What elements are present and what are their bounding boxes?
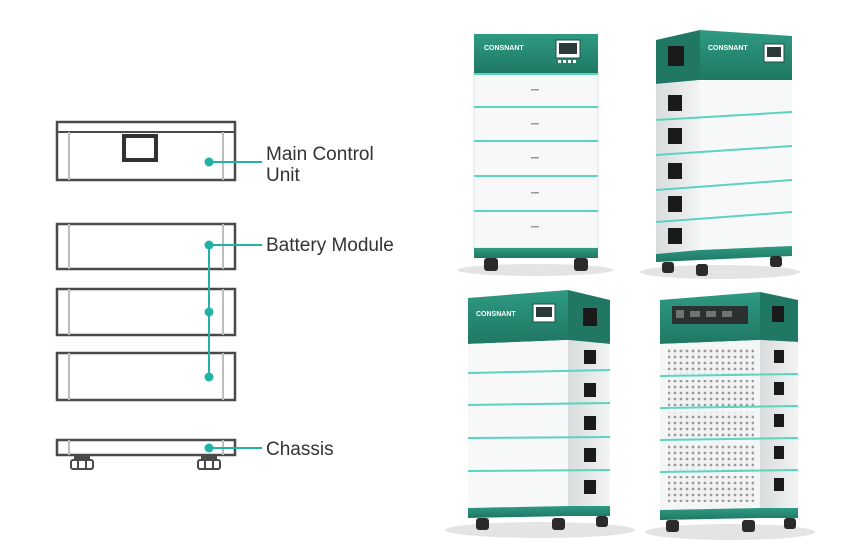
caster-wheel-icon	[484, 258, 498, 271]
control-screen-icon	[122, 134, 158, 162]
vent-grille	[668, 444, 754, 470]
caster-wheel-icon	[476, 518, 489, 530]
right-wheel-icon	[197, 455, 221, 470]
battery-module-label: Battery Module	[266, 235, 394, 256]
caster-wheel-icon	[770, 256, 782, 267]
caster-wheel-icon	[662, 262, 674, 273]
caster-wheel-icon	[696, 264, 708, 276]
main-control-label-line1: Main Control	[266, 144, 374, 165]
vent-grille	[668, 412, 754, 438]
vent-grille	[668, 380, 754, 406]
brand-logo: CONSNANT	[484, 45, 524, 52]
caster-wheel-icon	[666, 520, 679, 532]
vent-grille	[668, 476, 754, 502]
main-control-label-line2: Unit	[266, 165, 300, 186]
caster-wheel-icon	[552, 518, 565, 530]
caster-wheel-icon	[784, 518, 796, 529]
brand-logo: CONSNANT	[476, 311, 516, 318]
product-side-view: CONSNANT	[640, 30, 800, 279]
callout-connectors	[204, 157, 262, 453]
left-wheel-icon	[70, 455, 94, 470]
chassis-outline	[55, 438, 237, 470]
product-front-view: CONSNANT	[457, 34, 613, 276]
caster-wheel-icon	[742, 520, 755, 532]
chassis-label: Chassis	[266, 439, 334, 460]
caster-wheel-icon	[574, 258, 588, 271]
product-rear-view	[645, 292, 815, 540]
product-angled-front-view: CONSNANT	[445, 290, 635, 538]
battery-module-outline-1	[55, 222, 237, 271]
caster-wheel-icon	[596, 516, 608, 527]
vent-grille	[668, 348, 754, 374]
main-control-unit-outline	[55, 120, 237, 182]
brand-logo: CONSNANT	[708, 45, 748, 52]
